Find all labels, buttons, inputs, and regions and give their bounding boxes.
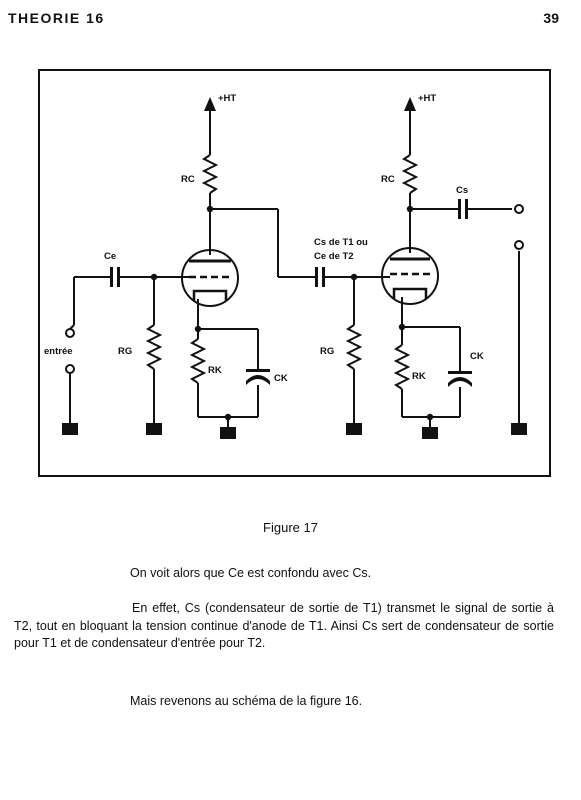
ht-arrow-right [404, 97, 416, 111]
ck-capacitor-right [448, 371, 472, 374]
paragraph-3: Mais revenons au schéma de la figure 16. [130, 694, 363, 708]
label-ht-right: +HT [418, 93, 436, 104]
ground-symbol [422, 427, 438, 439]
label-ht-left: +HT [218, 93, 236, 104]
cs-capacitor-right [458, 199, 461, 219]
label-rk-right: RK [412, 371, 426, 382]
input-terminal-bottom [65, 364, 75, 374]
label-ck-right: CK [470, 351, 484, 362]
page-number: 39 [543, 10, 559, 26]
ck-capacitor-left [246, 369, 270, 372]
label-rg-left: RG [118, 346, 132, 357]
ground-symbol [62, 423, 78, 435]
output-terminal-bottom [514, 240, 524, 250]
rc-resistor-right [401, 154, 419, 194]
rc-resistor-left [201, 154, 219, 194]
cs-t1-capacitor [315, 267, 318, 287]
ground-symbol [511, 423, 527, 435]
circuit-diagram: +HT +HT RC RC Cs Ce Cs de T1 ou Ce de T2… [38, 69, 551, 477]
tube-t2 [381, 247, 439, 305]
ground-symbol [220, 427, 236, 439]
label-ce: Ce [104, 251, 116, 262]
ht-arrow-left [204, 97, 216, 111]
figure-caption: Figure 17 [263, 520, 318, 535]
rk-resistor-right [393, 344, 411, 390]
paragraph-1: On voit alors que Ce est confondu avec C… [130, 566, 372, 580]
output-terminal-top [514, 204, 524, 214]
label-rg-right: RG [320, 346, 334, 357]
label-rc-left: RC [181, 174, 195, 185]
label-entree: entrée [44, 346, 73, 357]
label-ck-left: CK [274, 373, 288, 384]
rg-resistor-left [145, 324, 163, 370]
label-rc-right: RC [381, 174, 395, 185]
running-header: THEORIE 16 [8, 10, 105, 26]
ground-symbol [146, 423, 162, 435]
ce-capacitor [110, 267, 113, 287]
label-cs-right: Cs [456, 185, 468, 196]
figure-frame [38, 69, 551, 477]
label-rk-left: RK [208, 365, 222, 376]
paragraph-2: En effet, Cs (condensateur de sortie de … [14, 601, 554, 650]
rk-resistor-left [189, 338, 207, 384]
input-terminal-top [65, 328, 75, 338]
label-cs-t1-line1: Cs de T1 ou [314, 237, 368, 248]
rg-resistor-right [345, 324, 363, 370]
ground-symbol [346, 423, 362, 435]
label-cs-t1-line2: Ce de T2 [314, 251, 354, 262]
